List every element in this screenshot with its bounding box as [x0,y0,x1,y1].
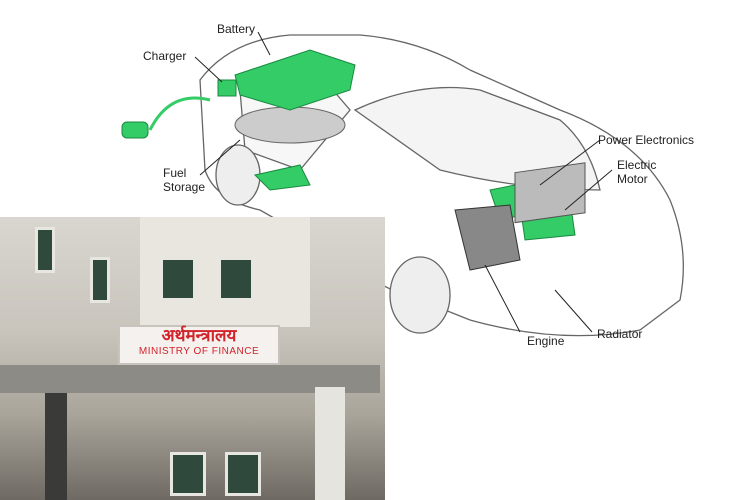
fuel-tank [234,106,346,144]
battery-pack [234,49,356,111]
fuel-line [254,164,311,191]
radiator-unit [514,162,586,224]
label-radiator: Radiator [597,327,643,341]
windshield [353,86,601,191]
label-storage: Storage [163,180,206,194]
label-charger: Charger [143,49,187,63]
doorway [45,393,67,500]
label-fuel: Fuel [163,166,187,180]
ministry-building-photo [0,217,385,500]
plug-icon [121,121,149,139]
label-engine: Engine [527,334,565,348]
label-power-electronics: Power Electronics [598,133,695,147]
rear-wheel [215,144,261,206]
front-wheel [389,256,451,334]
charge-cable [148,96,211,131]
sign-hindi-text: अर्थमन्त्रालय [161,326,237,346]
column [315,387,345,500]
sign-english-text: MINISTRY OF FINANCE [138,346,260,357]
ministry-sign: अर्थमन्त्रालय MINISTRY OF FINANCE [118,325,280,365]
charger-unit [217,79,237,97]
label-battery: Battery [217,22,256,36]
label-motor: Motor [617,172,648,186]
label-electric: Electric [617,158,657,172]
engine-block [454,204,521,271]
